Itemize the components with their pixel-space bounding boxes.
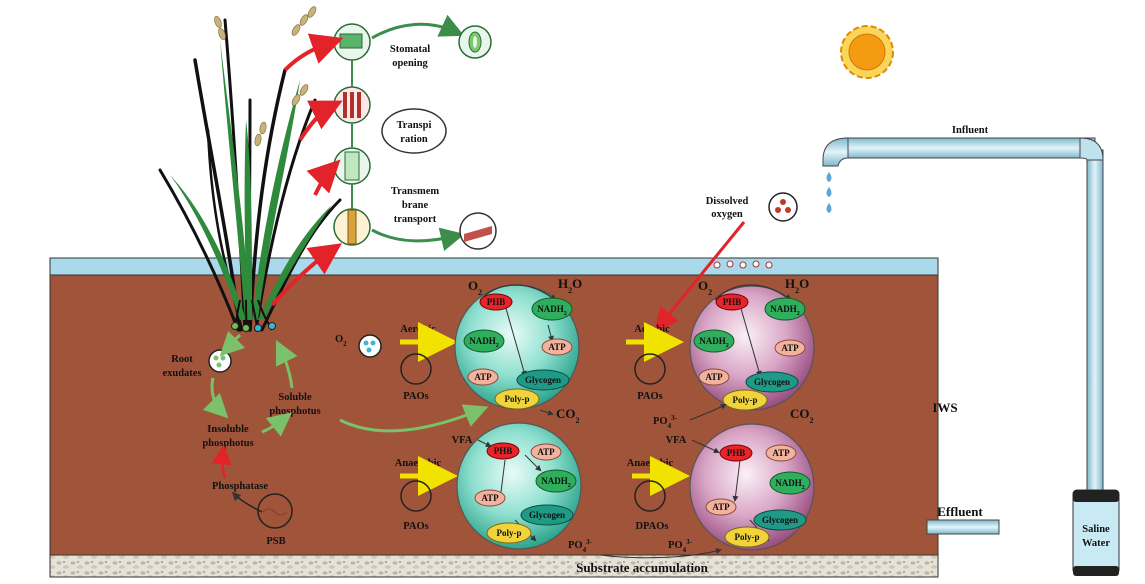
- svg-text:PHB: PHB: [723, 297, 742, 307]
- psb-bubble: [257, 493, 293, 529]
- phb-label: PHB: [487, 297, 506, 307]
- aerobic-label-2: Aerobic: [634, 324, 670, 335]
- water-layer: [49, 257, 939, 276]
- influent-pipe-h: [844, 137, 1096, 159]
- water-drop: [826, 172, 832, 182]
- exudate-bubble-icon: [208, 349, 232, 373]
- phosphatase-label: Phosphatase: [212, 481, 268, 492]
- svg-text:PHB: PHB: [727, 448, 746, 458]
- guard-cell-icon: [458, 25, 492, 59]
- anaerobic-label-2: Anaerobic: [627, 458, 674, 469]
- glycogen-label: Glycogen: [525, 375, 561, 385]
- membrane-icon: [459, 212, 497, 250]
- soluble-label-2: phosphotus: [269, 406, 320, 417]
- transmembrane-label-1: Transmem: [391, 186, 439, 197]
- svg-text:ATP: ATP: [705, 372, 723, 382]
- root-exudates-label-1: Root: [171, 354, 193, 365]
- paos-label-3: PAOs: [637, 391, 662, 402]
- influent-label: Influent: [952, 125, 989, 136]
- sun-icon: [840, 25, 894, 79]
- transpiration-label-2: ration: [400, 134, 428, 145]
- svg-text:ATP: ATP: [537, 447, 555, 457]
- svg-text:H2O: H2O: [785, 276, 809, 295]
- svg-text:ATP: ATP: [781, 343, 799, 353]
- transpiration-oval: [381, 108, 447, 154]
- svg-text:ATP: ATP: [712, 502, 730, 512]
- svg-text:Glycogen: Glycogen: [762, 515, 798, 525]
- root-tips: [231, 322, 276, 332]
- cell-aerobic-pao-2: PHB NADH2 NADH2 ATP ATP Glycogen Poly-p: [689, 284, 815, 411]
- insoluble-label-1: Insoluble: [207, 424, 249, 435]
- stomatal-label-2: opening: [392, 58, 428, 69]
- dpaos-label: DPAOs: [635, 521, 668, 532]
- cell-anaerobic-pao: PHB ATP NADH2 ATP Glycogen Poly-p: [456, 422, 582, 550]
- substrate-label: Substrate accumulation: [576, 560, 709, 575]
- root-exudates-label-2: exudates: [162, 368, 201, 379]
- svg-text:ATP: ATP: [481, 493, 499, 503]
- cell-anaerobic-dpao: PHB ATP NADH2 ATP Glycogen Poly-p: [689, 423, 815, 551]
- soluble-label-1: Soluble: [278, 392, 312, 403]
- svg-text:NADH2: NADH2: [775, 478, 805, 491]
- svg-text:NADH2: NADH2: [699, 336, 729, 349]
- svg-text:CO2: CO2: [556, 406, 580, 425]
- oxygen-bubble-icon: [768, 192, 798, 222]
- insoluble-label-2: phosphotus: [202, 438, 253, 449]
- aerobic-label-1: Aerobic: [400, 324, 436, 335]
- svg-text:Glycogen: Glycogen: [754, 377, 790, 387]
- paos-label-1: PAOs: [403, 391, 428, 402]
- svg-text:Poly-p: Poly-p: [734, 532, 759, 542]
- svg-text:NADH2: NADH2: [537, 304, 567, 317]
- water-drop: [826, 203, 832, 213]
- svg-text:NADH2: NADH2: [770, 304, 800, 317]
- svg-text:VFA: VFA: [666, 435, 687, 446]
- effluent-label: Effluent: [937, 504, 983, 519]
- anaerobic-label-1: Anaerobic: [395, 458, 442, 469]
- xylem-bubble: [333, 86, 371, 124]
- transmembrane-label-3: transport: [394, 214, 437, 225]
- root-tissue-bubble: [333, 208, 371, 246]
- svg-text:Glycogen: Glycogen: [529, 510, 565, 520]
- plant-leaves: [170, 40, 332, 320]
- svg-text:NADH2: NADH2: [469, 336, 499, 349]
- svg-text:VFA: VFA: [452, 435, 473, 446]
- iws-label: IWS: [932, 400, 957, 415]
- polyp-label: Poly-p: [504, 394, 529, 404]
- stomatal-label-1: Stomatal: [390, 44, 430, 55]
- substrate-layer: [49, 554, 939, 578]
- transmembrane-label-2: brane: [402, 200, 429, 211]
- paos-bubble-1: [400, 353, 432, 385]
- grain-spikes: [214, 6, 317, 147]
- surface-bubbles: [713, 260, 773, 269]
- svg-text:H2O: H2O: [558, 276, 582, 295]
- atp-label: ATP: [474, 372, 492, 382]
- psb-label: PSB: [266, 536, 285, 547]
- saline-label-1: Saline: [1082, 524, 1110, 535]
- svg-text:PHB: PHB: [494, 446, 513, 456]
- stomata-bubble: [333, 23, 371, 61]
- svg-text:Poly-p: Poly-p: [732, 395, 757, 405]
- paos-bubble-3: [634, 353, 666, 385]
- o2-bubble-icon: [358, 334, 382, 358]
- svg-text:ATP: ATP: [772, 448, 790, 458]
- paos-label-2: PAOs: [403, 521, 428, 532]
- svg-text:CO2: CO2: [790, 406, 814, 425]
- svg-text:Poly-p: Poly-p: [496, 528, 521, 538]
- dissolved-label-1: Dissolved: [706, 196, 749, 207]
- dissolved-label-2: oxygen: [711, 209, 743, 220]
- transpiration-label-1: Transpi: [397, 120, 432, 131]
- saline-label-2: Water: [1082, 538, 1110, 549]
- water-drop: [826, 187, 832, 197]
- dpaos-bubble: [634, 480, 666, 512]
- cell-bubble: [333, 147, 371, 185]
- cell-aerobic-pao: PHB NADH2 NADH2 ATP ATP Glycogen Poly-p: [454, 284, 580, 410]
- paos-bubble-2: [400, 480, 432, 512]
- effluent-pipe: [926, 519, 1000, 535]
- svg-text:NADH2: NADH2: [541, 476, 571, 489]
- influent-pipe-v: [1086, 149, 1104, 493]
- atp-label: ATP: [548, 342, 566, 352]
